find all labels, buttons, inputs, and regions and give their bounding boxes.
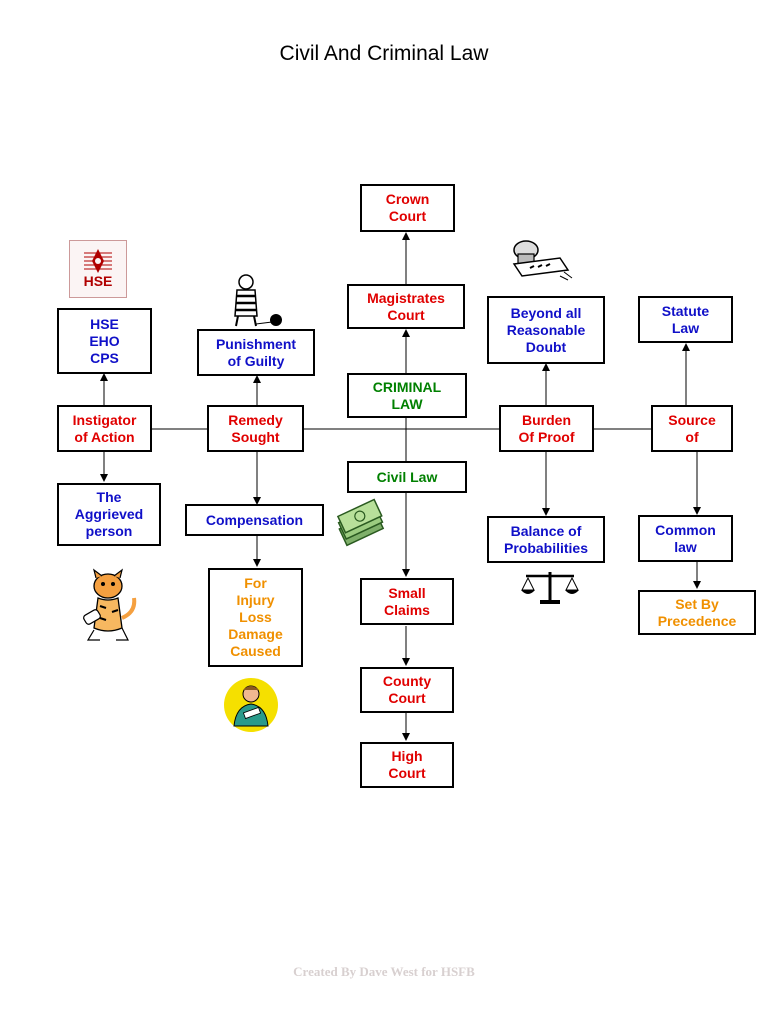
compensation-box: Compensation [185,504,324,536]
hse-logo-graphic [84,249,112,273]
injured-tiger-icon [83,568,137,641]
footer-credit: Created By Dave West for HSFB [293,964,475,979]
civil-law-box: Civil Law [347,461,467,493]
page-title: Civil And Criminal Law [279,42,489,65]
hse-logo: HSE [69,240,127,298]
money-icon [336,498,385,547]
scales-of-justice-icon [521,572,579,604]
injured-worker-icon [224,678,278,732]
prisoner-icon [234,274,282,327]
stamp-icon [512,240,573,281]
